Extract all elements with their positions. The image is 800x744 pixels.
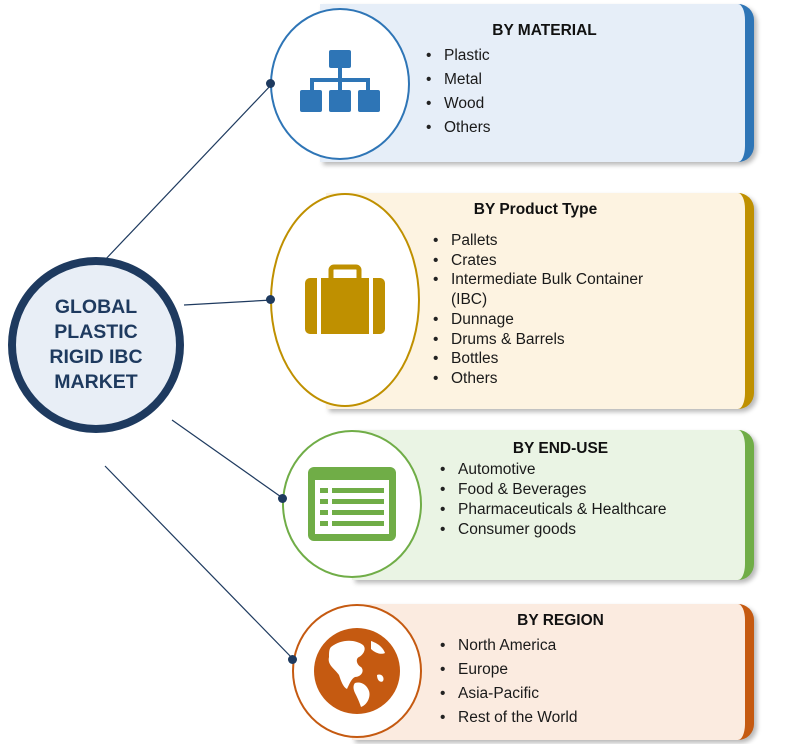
icon-circle-region	[292, 604, 422, 738]
segment-list: Plastic Metal Wood Others	[424, 44, 491, 140]
list-item: Consumer goods	[438, 520, 667, 540]
connector-dot	[266, 295, 275, 304]
list-item: Asia-Pacific	[438, 682, 577, 706]
segment-title: BY REGION	[517, 612, 604, 629]
segment-title: BY MATERIAL	[492, 22, 597, 39]
segment-list: North America Europe Asia-Pacific Rest o…	[438, 634, 577, 730]
list-item: Pharmaceuticals & Healthcare	[438, 500, 667, 520]
segment-title: BY Product Type	[473, 201, 598, 218]
connector-product-type	[183, 299, 273, 306]
list-item: Bottles	[431, 349, 671, 369]
hierarchy-icon	[300, 50, 380, 112]
list-item: Automotive	[438, 460, 667, 480]
list-item: Food & Beverages	[438, 480, 667, 500]
icon-circle-end-use	[282, 430, 422, 578]
segment-list: Automotive Food & Beverages Pharmaceutic…	[438, 460, 667, 540]
list-item: Europe	[438, 658, 577, 682]
connector-region	[104, 465, 295, 661]
connector-dot	[266, 79, 275, 88]
market-center-circle: GLOBAL PLASTIC RIGID IBC MARKET	[8, 257, 184, 433]
list-item: Drums & Barrels	[431, 330, 671, 350]
connector-dot	[278, 494, 287, 503]
list-item: Pallets	[431, 231, 671, 251]
list-item: Metal	[424, 68, 491, 92]
list-item: Intermediate Bulk Container (IBC)	[431, 270, 671, 309]
segment-list: Pallets Crates Intermediate Bulk Contain…	[431, 231, 671, 389]
connector-material	[102, 83, 273, 263]
list-item: Rest of the World	[438, 706, 577, 730]
icon-circle-product-type	[270, 193, 420, 407]
globe-icon	[314, 628, 400, 714]
list-item: Wood	[424, 92, 491, 116]
market-title: GLOBAL PLASTIC RIGID IBC MARKET	[49, 296, 143, 393]
list-item: Dunnage	[431, 310, 671, 330]
list-item: Plastic	[424, 44, 491, 68]
list-item: Others	[424, 116, 491, 140]
connector-end-use	[171, 419, 285, 500]
list-item: Others	[431, 369, 671, 389]
form-list-icon	[308, 467, 396, 541]
briefcase-icon	[305, 264, 385, 334]
list-item: North America	[438, 634, 577, 658]
icon-circle-material	[270, 8, 410, 160]
list-item: Crates	[431, 251, 671, 271]
connector-dot	[288, 655, 297, 664]
segment-title: BY END-USE	[512, 440, 609, 457]
